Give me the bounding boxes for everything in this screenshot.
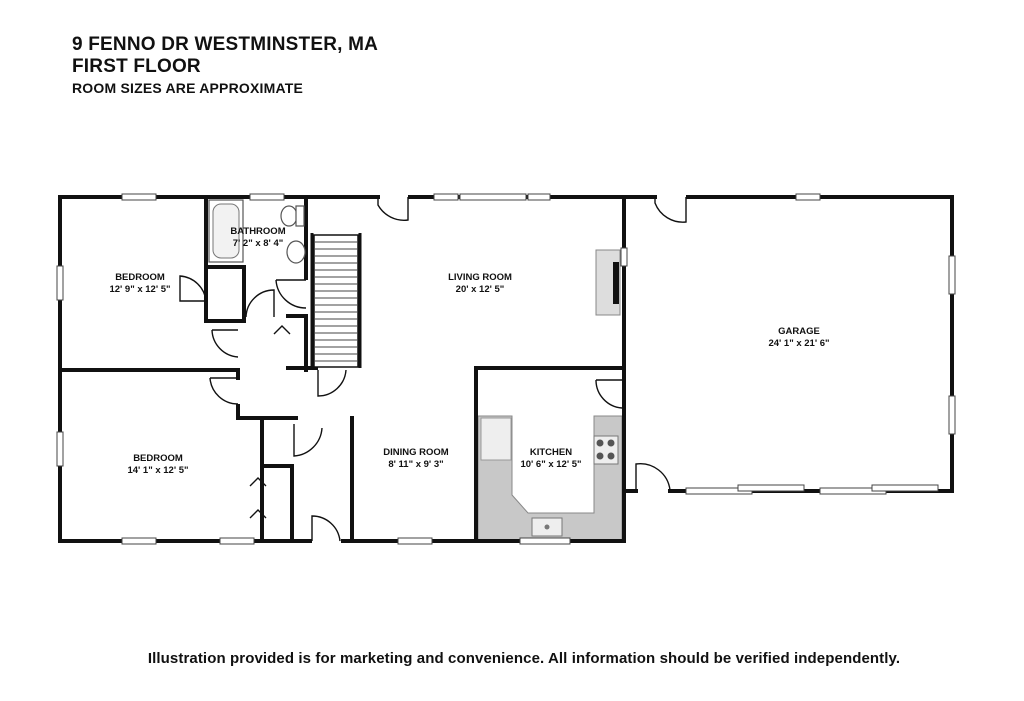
windows [56, 193, 956, 545]
dining-room-name: DINING ROOM [383, 447, 449, 458]
disclaimer: Illustration provided is for marketing a… [147, 650, 901, 667]
stove [593, 435, 619, 465]
living-room-name: LIVING ROOM [448, 272, 512, 283]
staircase [310, 233, 362, 368]
closet-doors [249, 325, 291, 519]
room-labels: BEDROOM 12' 9" x 12' 5" BATHROOM 7' 2" x… [109, 226, 829, 476]
bedroom2-name: BEDROOM [133, 453, 183, 464]
kitchen-size: 10' 6" x 12' 5" [520, 459, 581, 470]
bathroom-name: BATHROOM [230, 226, 285, 237]
refrigerator [480, 417, 512, 461]
garage-size: 24' 1" x 21' 6" [768, 338, 829, 349]
plan-header: 9 FENNO DR WESTMINSTER, MA FIRST FLOOR R… [72, 34, 378, 98]
kitchen-counter [477, 415, 623, 542]
floor-title: FIRST FLOOR [72, 56, 201, 77]
living-room-size: 20' x 12' 5" [456, 284, 505, 295]
kitchen-name: KITCHEN [530, 447, 572, 458]
fireplace [595, 249, 621, 316]
doors [179, 197, 687, 542]
bathroom-size: 7' 2" x 8' 4" [233, 238, 284, 249]
garage-name: GARAGE [778, 326, 820, 337]
bathroom-sink [286, 240, 306, 264]
toilet [280, 205, 298, 227]
bedroom1-name: BEDROOM [115, 272, 165, 283]
dining-room-size: 8' 11" x 9' 3" [388, 459, 443, 470]
bathroom-fixtures [208, 199, 306, 264]
bedroom1-size: 12' 9" x 12' 5" [109, 284, 170, 295]
bedroom2-size: 14' 1" x 12' 5" [127, 465, 188, 476]
walls [58, 195, 954, 543]
property-address: 9 FENNO DR WESTMINSTER, MA [72, 34, 379, 55]
approximate-note: ROOM SIZES ARE APPROXIMATE [72, 80, 304, 96]
